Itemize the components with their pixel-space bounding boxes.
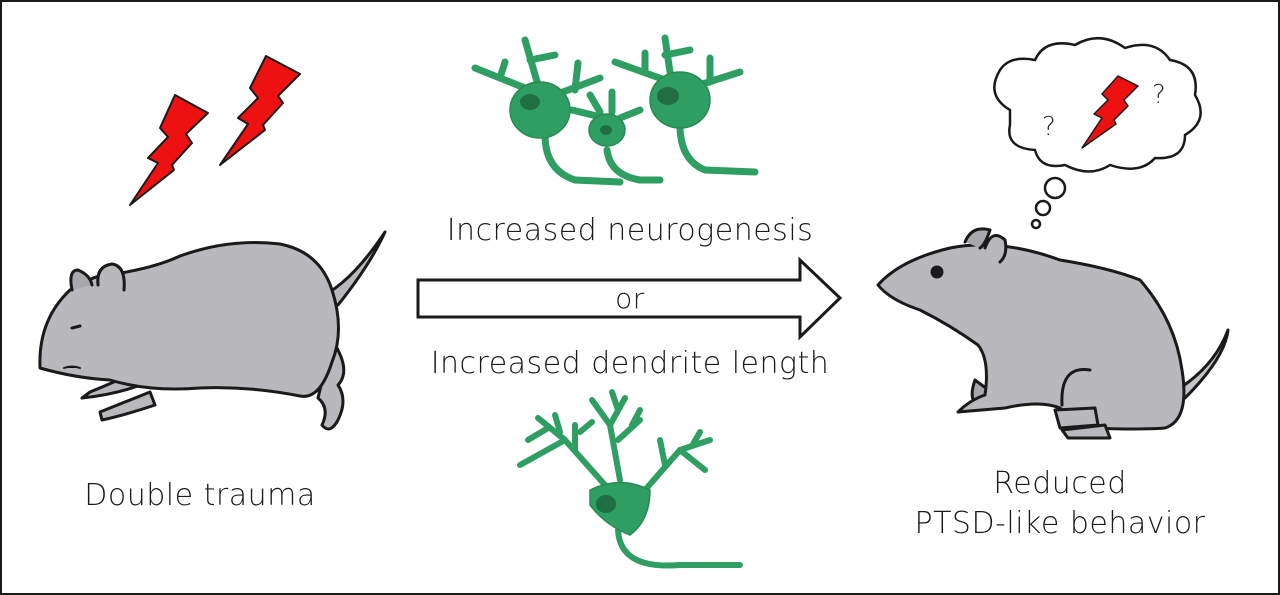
running-mouse-icon xyxy=(38,230,387,431)
neurogenesis-label: Increased neurogenesis xyxy=(446,213,814,248)
lightning-bolt-icon xyxy=(219,55,301,166)
lightning-bolt-icon xyxy=(129,94,209,206)
branched-neuron-icon xyxy=(517,389,743,569)
thought-bubble-icon xyxy=(993,37,1202,230)
reduced-label: Reduced xyxy=(993,466,1127,501)
question-mark: ? xyxy=(1042,112,1056,142)
dendrite-length-label: Increased dendrite length xyxy=(430,346,830,381)
sitting-mouse-icon xyxy=(876,227,1230,440)
lightning-bolt-icon xyxy=(1081,75,1139,149)
arrow-right-icon xyxy=(416,256,843,341)
or-label: or xyxy=(615,282,645,315)
neurons-cluster-icon xyxy=(471,34,759,186)
question-mark: ? xyxy=(1152,80,1166,110)
ptsd-behavior-label: PTSD-like behavior xyxy=(914,506,1206,541)
double-trauma-label: Double trauma xyxy=(84,478,316,513)
